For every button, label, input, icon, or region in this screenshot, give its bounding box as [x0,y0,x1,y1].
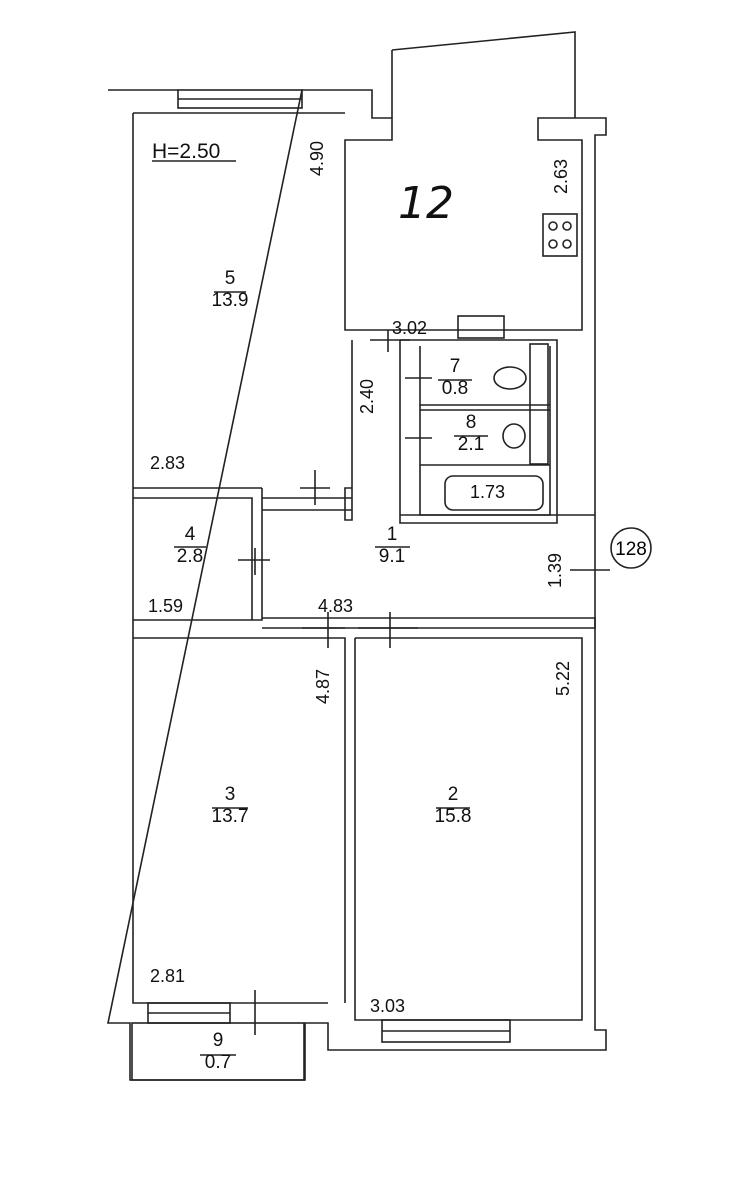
stove-icon [542,213,578,257]
dim-room4-width: 1.59 [148,596,184,616]
dim-hall-height: 1.39 [545,552,566,589]
dim-room2-width: 3.03 [370,996,406,1016]
dim-room5-height: 4.90 [307,140,328,177]
balcony-bottom [131,1022,305,1081]
kitchen-label: 12 [398,178,454,229]
toilet-icon [493,366,527,390]
dim-room3-height: 4.87 [313,668,334,705]
dim-room2-height: 5.22 [553,660,574,697]
inner-wall-left [132,112,345,1004]
badge-text: 128 [615,539,647,560]
unit-badge-circle [610,527,652,569]
washbasin-icon [502,423,526,449]
dim-hall-vertical: 2.40 [357,378,378,415]
dim-kitchen-height: 2.63 [551,158,572,195]
room4-wall [133,497,263,621]
room7-label: 7 0.8 [441,356,469,399]
dim-hall-width: 4.83 [318,596,354,616]
dim-room3-width: 2.81 [150,966,186,986]
balcony-top [391,31,576,118]
dim-room5-width: 2.83 [150,453,186,473]
room5-label: 5 13.9 [211,268,249,311]
room2-wall [354,637,583,1021]
room3-wall [133,637,346,1003]
bathtub-shape [444,475,544,511]
room1-label: 1 9.1 [378,524,406,567]
room8-label: 8 2.1 [457,412,485,455]
vent-shaft [529,343,549,465]
room9-label: 9 0.7 [204,1030,232,1073]
room2-label: 2 15.8 [434,784,472,827]
room3-label: 3 13.7 [211,784,249,827]
sink-icon [457,315,505,339]
dim-kitchen-width: 3.02 [392,318,428,338]
bath-wall [399,339,558,524]
ceiling-height: H=2.50 [152,140,221,163]
room4-label: 4 2.8 [176,524,204,567]
door-marks [238,330,610,1035]
outer-wall [107,89,607,1081]
dim-bathtub: 1.73 [470,482,506,502]
